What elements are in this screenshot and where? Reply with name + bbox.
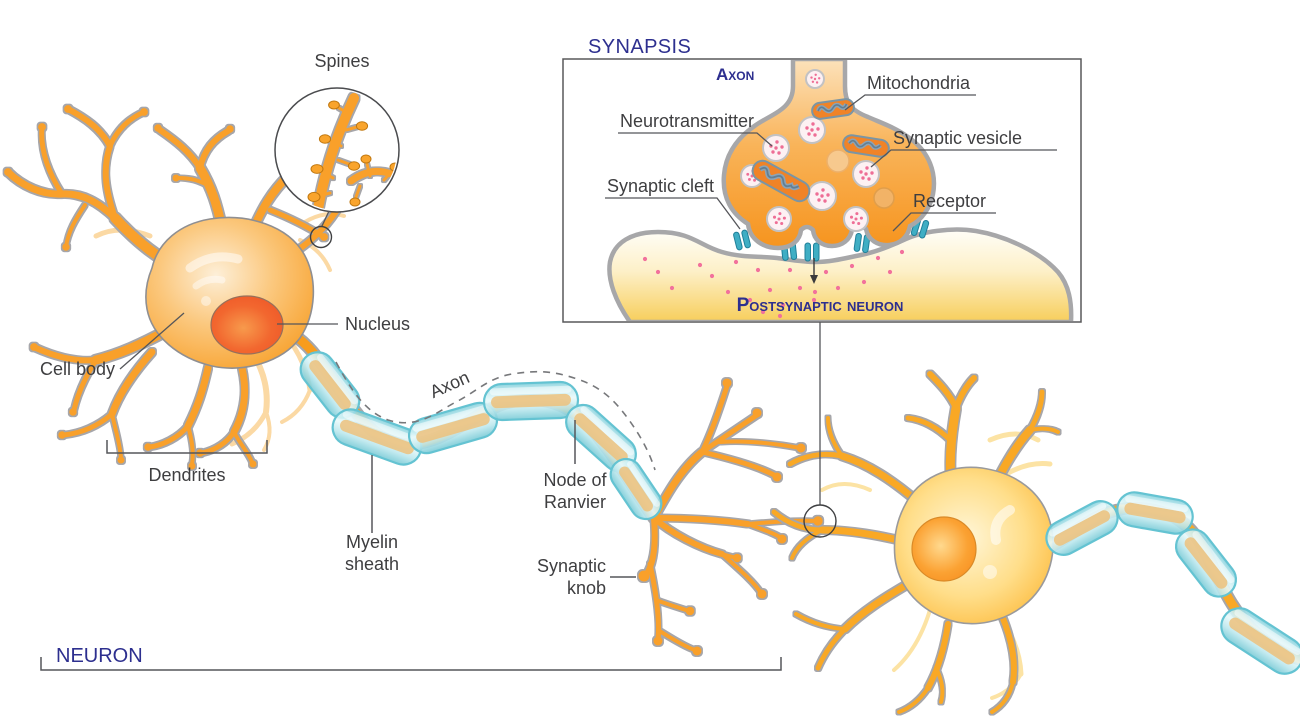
- myelin-sheath: [299, 351, 663, 521]
- presynaptic-neuron: [5, 106, 823, 655]
- synaptic-vesicles: [740, 69, 895, 232]
- cell-body-right-highlight: [983, 505, 1015, 579]
- release-arrow: [810, 258, 818, 284]
- label-synapse-axon: Axon: [716, 65, 754, 84]
- spiny-dendrite: [307, 98, 397, 209]
- mitochondria-pointer: [844, 94, 976, 111]
- dendrites-bracket: [106, 440, 268, 454]
- nucleus: [210, 295, 284, 355]
- label-synaptic-knob-1: Synaptic: [537, 556, 606, 576]
- synaptic-vesicle-pointer: [870, 149, 1057, 168]
- label-mitochondria: Mitochondria: [867, 73, 971, 93]
- label-synaptic-knob-2: knob: [567, 578, 606, 598]
- synaptic-cleft-pointer: [605, 197, 741, 230]
- spines-inset: Spines: [274, 51, 400, 249]
- synapse-inset: SYNAPSIS: [562, 36, 1082, 538]
- neurotransmitter-molecules: [642, 249, 905, 319]
- spines-marker-circle: [309, 225, 333, 249]
- label-node-of-ranvier-2: Ranvier: [544, 492, 606, 512]
- label-receptor: Receptor: [913, 191, 986, 211]
- label-postsynaptic-neuron: Postsynaptic neuron: [737, 295, 904, 316]
- synapse-title: SYNAPSIS: [588, 36, 691, 58]
- receptor-pointer: [892, 212, 996, 232]
- label-node-of-ranvier-1: Node of: [543, 470, 607, 490]
- label-nucleus: Nucleus: [345, 314, 410, 334]
- neuron-title: NEURON: [56, 645, 143, 667]
- nucleus-right: [911, 516, 977, 582]
- pale-vesicle: [826, 149, 850, 173]
- label-dendrites: Dendrites: [148, 465, 225, 485]
- label-cell-body: Cell body: [40, 359, 115, 379]
- axon-guide-dashed-line: [335, 361, 656, 471]
- label-synaptic-vesicle: Synaptic vesicle: [893, 128, 1022, 148]
- cell-body-pointer: [119, 312, 185, 370]
- label-neurotransmitter: Neurotransmitter: [620, 111, 754, 131]
- postsynaptic-neuron-cell: [774, 374, 1300, 712]
- label-axon: Axon: [427, 367, 473, 402]
- spines-pointer-line: [321, 210, 330, 227]
- label-myelin-sheath-1: Myelin: [346, 532, 398, 552]
- mitochondria-organelles: [751, 98, 890, 203]
- synapse-marker-circle: [803, 504, 837, 538]
- neurotransmitter-pointer: [618, 132, 773, 147]
- cell-body-highlight: [185, 252, 243, 306]
- label-spines: Spines: [314, 51, 369, 71]
- neuron-labels: Cell body Nucleus Dendrites Axon Node of…: [40, 312, 782, 671]
- label-synaptic-cleft: Synaptic cleft: [607, 176, 714, 196]
- myelin-sheath-right: [1045, 491, 1300, 675]
- postsynaptic-membrane: [607, 227, 1074, 321]
- label-myelin-sheath-2: sheath: [345, 554, 399, 574]
- pale-vesicle: [873, 187, 895, 209]
- spine-heads: [307, 100, 397, 207]
- synapse-labels: Axon Mitochondria Neurotransmitter Synap…: [605, 65, 1057, 316]
- neuron-bracket: [40, 657, 782, 671]
